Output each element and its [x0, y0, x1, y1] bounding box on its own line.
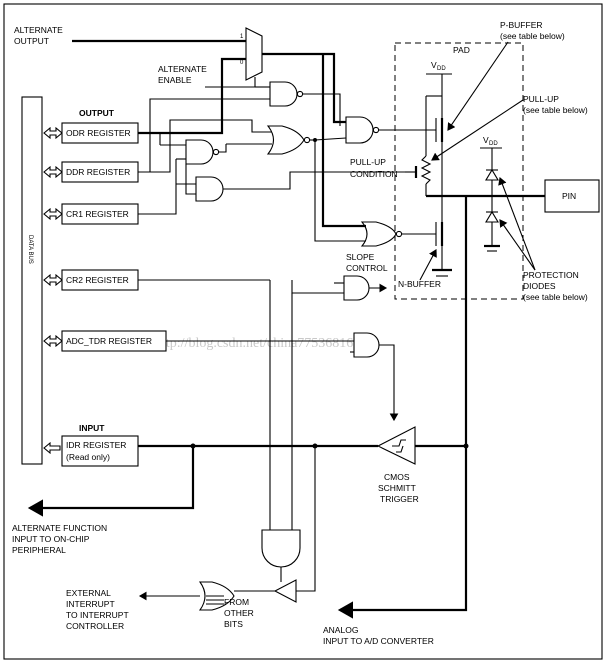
- svg-text:DD: DD: [437, 66, 446, 72]
- nor-gate-nbuffer: [360, 221, 397, 247]
- analog-label-1: ANALOG: [323, 625, 358, 635]
- protection-diode-bottom: [485, 210, 499, 223]
- pull-up-label-2: (see table below): [523, 105, 588, 115]
- data-bus-label: DATA BUS: [27, 235, 33, 264]
- protection-diode-top: [485, 168, 499, 181]
- from-other-bits-2: OTHER: [224, 608, 254, 618]
- cmos-label-3: TRIGGER: [380, 494, 419, 504]
- analog-wire: [337, 196, 468, 619]
- alternate-output-label-1: ALTERNATE: [14, 25, 63, 35]
- cr1-register-label: CR1 REGISTER: [66, 209, 129, 219]
- vdd-diode-label: V: [483, 135, 489, 145]
- p-buffer-label-1: P-BUFFER: [500, 20, 543, 30]
- ddr-register-label: DDR REGISTER: [66, 167, 130, 177]
- external-interrupt-1: EXTERNAL: [66, 588, 111, 598]
- odr-to-mux-wire: [138, 57, 246, 135]
- alternate-function-wire: [27, 446, 195, 517]
- cmos-label-2: SCHMITT: [378, 483, 416, 493]
- mux-input-0: 0: [240, 60, 244, 66]
- watermark: http://blog.csdn.net/china77536816: [155, 336, 353, 351]
- pad-label: PAD: [453, 45, 470, 55]
- n-buffer-label: N-BUFFER: [398, 279, 441, 289]
- external-interrupt-2: INTERRUPT: [66, 599, 115, 609]
- and-gate-pullup: [195, 176, 224, 202]
- and-gate-middle: [185, 139, 214, 165]
- alternate-enable-label-1: ALTERNATE: [158, 64, 207, 74]
- pin-box: [544, 179, 600, 213]
- alternate-enable-label-2: ENABLE: [158, 75, 192, 85]
- vdd-main-label: V: [431, 60, 437, 70]
- and-gate-top: [269, 81, 298, 107]
- alt-function-label-2: INPUT TO ON-CHIP: [12, 534, 90, 544]
- pad-box: [394, 42, 524, 300]
- p-buffer-label-2: (see table below): [500, 31, 565, 41]
- pin-label: PIN: [562, 191, 576, 201]
- slope-control-label-2: CONTROL: [346, 263, 388, 273]
- from-other-bits-3: BITS: [224, 619, 243, 629]
- pull-up-label-1: PULL-UP: [523, 94, 559, 104]
- outer-frame: [3, 3, 603, 660]
- protection-diodes-label-2: DIODES: [523, 281, 556, 291]
- idr-register-readonly: (Read only): [66, 452, 110, 462]
- analog-label-2: INPUT TO A/D CONVERTER: [323, 636, 434, 646]
- ddr-to-and-wire: [149, 98, 270, 172]
- pull-up-condition-label-2: CONDITION: [350, 169, 398, 179]
- alternate-output-label-2: OUTPUT: [14, 36, 49, 46]
- adc-tdr-register-label: ADC_TDR REGISTER: [66, 336, 152, 346]
- output-mux: [245, 27, 263, 81]
- output-section-label: OUTPUT: [79, 108, 115, 118]
- interrupt-buffer: [273, 579, 297, 603]
- cr2-register-label: CR2 REGISTER: [66, 275, 129, 285]
- alt-function-label-3: PERIPHERAL: [12, 545, 66, 555]
- external-interrupt-4: CONTROLLER: [66, 621, 124, 631]
- data-bus: [21, 96, 43, 465]
- protection-diodes-label-1: PROTECTION: [523, 270, 579, 280]
- input-section-label: INPUT: [79, 423, 105, 433]
- and-gate-adc: [353, 332, 380, 358]
- protection-diodes-label-3: (see table below): [523, 292, 588, 302]
- slope-control-label-1: SLOPE: [346, 252, 375, 262]
- svg-text:DD: DD: [489, 141, 498, 147]
- bus-arrows: [43, 126, 63, 455]
- nand-gate-pbuffer: [345, 116, 374, 144]
- external-interrupt-3: TO INTERRUPT: [66, 610, 129, 620]
- mux-input-1: 1: [240, 34, 244, 40]
- and-gate-slope: [343, 275, 370, 301]
- from-other-bits-1: FROM: [224, 597, 249, 607]
- odr-register-label: ODR REGISTER: [66, 128, 131, 138]
- idr-register-label: IDR REGISTER: [66, 440, 126, 450]
- and-gate-interrupt: [261, 529, 301, 568]
- pullup-condition-wire: [223, 171, 405, 190]
- pull-up-resistor: [420, 155, 432, 185]
- or-gate-ddr: [266, 125, 305, 155]
- alt-function-label-1: ALTERNATE FUNCTION: [12, 523, 107, 533]
- idr-register: [61, 435, 139, 467]
- pull-up-condition-label-1: PULL-UP: [350, 157, 386, 167]
- cmos-label-1: CMOS: [384, 472, 410, 482]
